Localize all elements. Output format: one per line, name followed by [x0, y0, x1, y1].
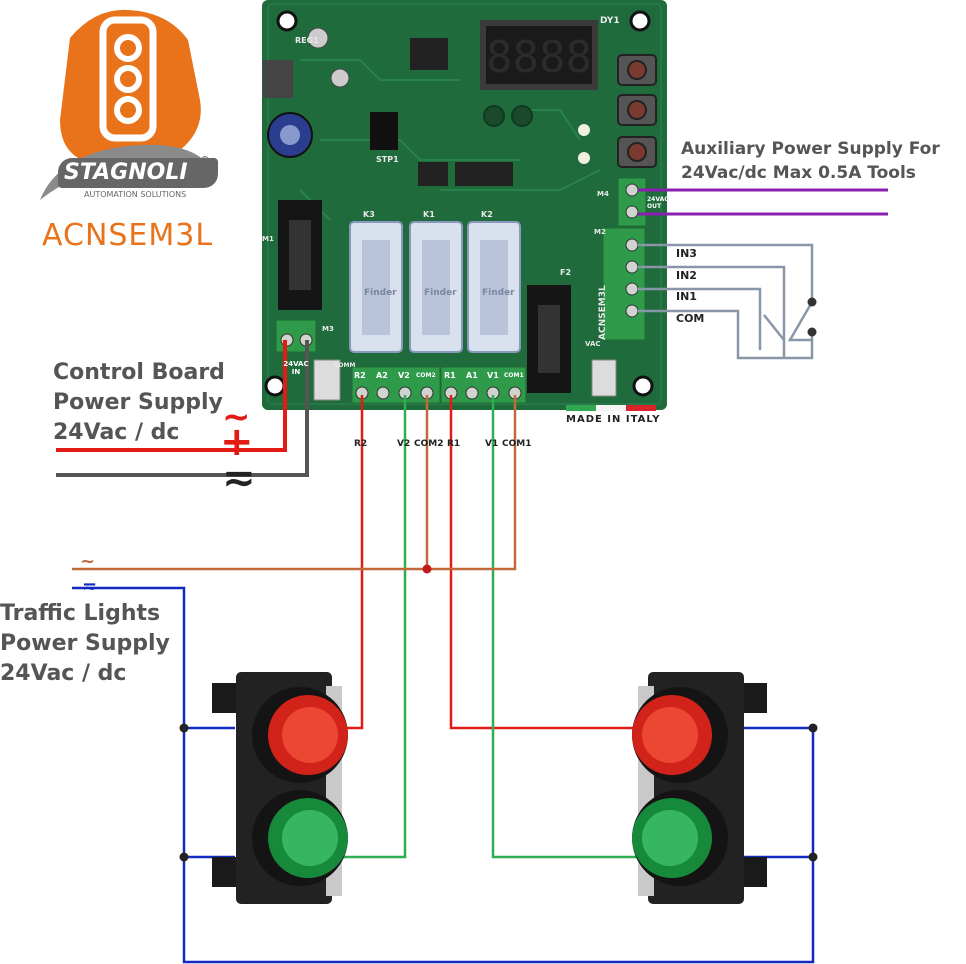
wire-label-com1: COM1: [502, 439, 532, 449]
relay-k2-label: K2: [481, 210, 493, 219]
italian-flag: [566, 405, 656, 411]
ac-symbol-brown: ~: [80, 551, 96, 572]
comm-connector: [313, 359, 341, 401]
terminal-a1: A1: [466, 371, 478, 380]
traffic-light-left: [212, 672, 348, 904]
traffic-supply-line2: Power Supply: [0, 631, 170, 656]
wire-label-com2: COM2: [414, 439, 444, 449]
control-board: 8888: [262, 0, 667, 411]
relays: [349, 221, 521, 353]
input-label-com: COM: [676, 312, 705, 325]
aux-terminal-block: [617, 177, 647, 227]
output-terminal-block: [351, 366, 527, 404]
input-label-in3: IN3: [676, 247, 697, 260]
relay-k3-label: K3: [363, 210, 375, 219]
terminal-v1: V1: [487, 371, 499, 380]
aux-supply-line2: 24Vac/dc Max 0.5A Tools: [681, 163, 916, 183]
terminal-com1: COM1: [504, 372, 524, 379]
pin-header: [370, 112, 398, 150]
input-label-in1: IN1: [676, 290, 697, 303]
vac-in-label: 24VAC IN: [283, 360, 309, 376]
m2-label: M2: [594, 228, 606, 236]
f2-label: F2: [560, 268, 572, 277]
product-name: ACNSEM3L: [42, 218, 214, 253]
board-silk-product: ACNSEM3L: [598, 285, 608, 340]
relay-k1-label: K1: [423, 210, 435, 219]
mounting-holes: [264, 10, 654, 397]
traffic-supply-line3: 24Vac / dc: [0, 661, 127, 686]
aux-supply-line1: Auxiliary Power Supply For: [681, 139, 940, 159]
control-supply-line3: 24Vac / dc: [53, 420, 180, 445]
stagnoli-tagline: AUTOMATION SOLUTIONS: [84, 190, 187, 199]
control-supply-line1: Control Board: [53, 360, 225, 385]
m3-label: M3: [322, 325, 334, 333]
wire-label-r1: R1: [447, 439, 461, 449]
m1-label: M1: [262, 235, 274, 243]
vac-label: VAC: [585, 340, 601, 348]
wire-label-v1: V1: [485, 439, 499, 449]
common-wires: [72, 395, 517, 571]
control-supply-line2: Power Supply: [53, 390, 223, 415]
terminal-r2: R2: [354, 371, 366, 380]
terminal-v2: V2: [398, 371, 410, 380]
red-light-wires: [320, 395, 645, 730]
registered-mark: ®: [200, 155, 210, 166]
voltage-regulator: [263, 60, 293, 98]
power-in-terminal-block: [275, 319, 317, 353]
input-wires: [638, 243, 814, 360]
fuse-holder-f2: [527, 285, 571, 393]
traffic-light-right: [632, 672, 767, 904]
display-ref-label: DY1: [600, 16, 620, 26]
stagnoli-wordmark: STAGNOLI: [64, 160, 188, 185]
relay-brand-3: Finder: [482, 288, 515, 298]
relay-brand-1: Finder: [364, 288, 397, 298]
reg-label: REG1: [295, 36, 319, 45]
wire-label-v2: V2: [397, 439, 411, 449]
green-light-wires: [320, 395, 645, 859]
wire-label-r2: R2: [354, 439, 368, 449]
ac-symbol-red: ~: [222, 397, 251, 437]
comm-label: COMM: [334, 362, 356, 369]
seven-segment-display: 8888: [480, 20, 598, 90]
stp-label: STP1: [376, 155, 399, 164]
fuse-holder-f1: [278, 200, 322, 310]
push-buttons: [617, 54, 657, 168]
m4-label: M4: [597, 190, 609, 198]
traffic-supply-line1: Traffic Lights: [0, 601, 161, 626]
microcontroller-chip: [410, 38, 448, 70]
relay-brand-2: Finder: [424, 288, 457, 298]
made-in-italy: MADE IN ITALY: [566, 414, 661, 425]
terminal-r1: R1: [444, 371, 456, 380]
aux-output-wires: [638, 188, 888, 216]
input-terminal-block: [602, 227, 646, 341]
svg-text:8888: 8888: [486, 32, 592, 83]
input-label-in2: IN2: [676, 269, 697, 282]
control-power-wires: [56, 340, 309, 477]
ac-dc-symbol-blue: ≂: [82, 576, 98, 597]
plus-symbol: +: [220, 419, 254, 465]
stagnoli-wordmark-bg: [58, 158, 218, 188]
terminal-a2: A2: [376, 371, 388, 380]
ac-dc-symbol-black: ≂: [222, 455, 256, 501]
terminal-com2: COM2: [416, 372, 436, 379]
ic-chip: [455, 162, 513, 186]
vac-out-label: 24VAC OUT: [647, 196, 669, 210]
